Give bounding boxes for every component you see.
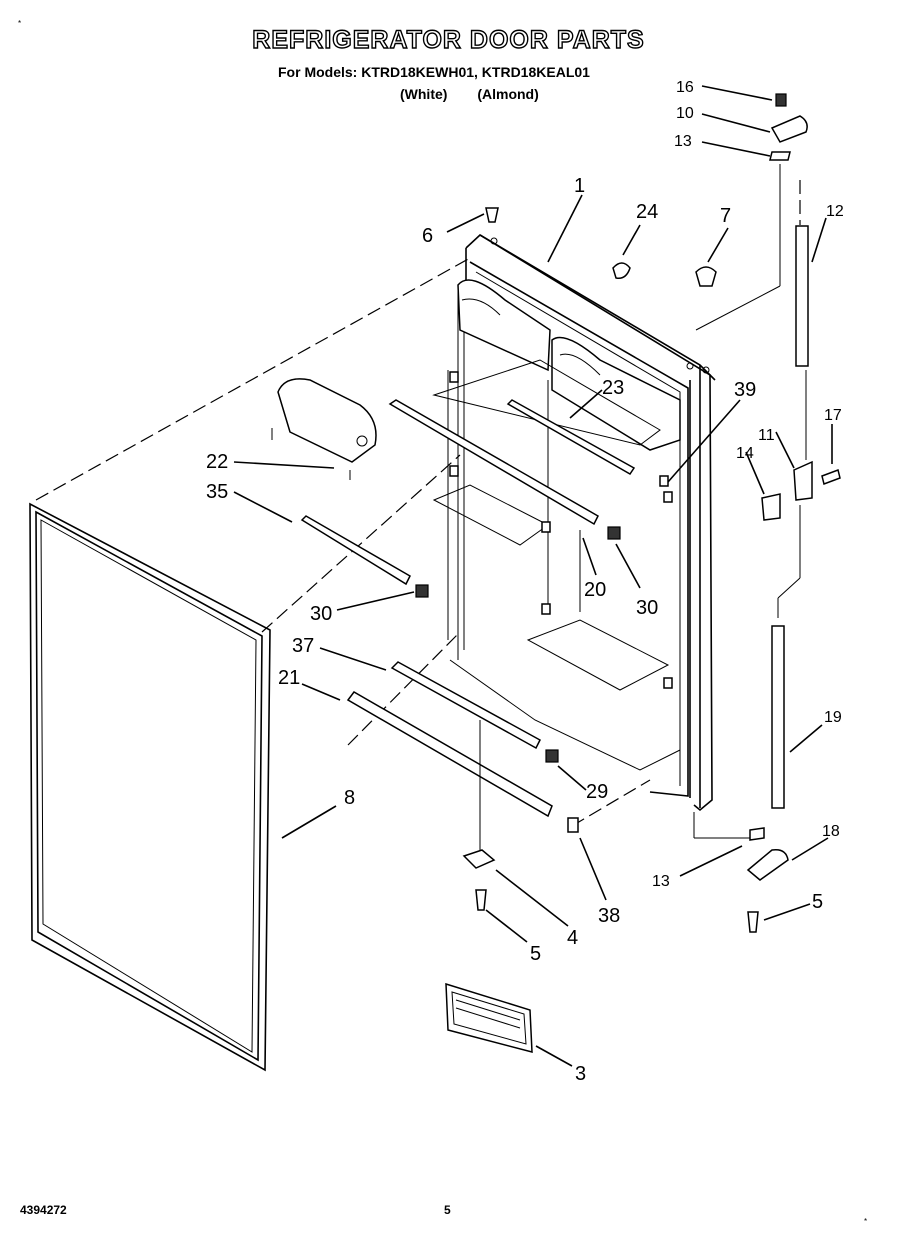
door-gasket [29,502,271,1072]
document-number: 4394272 [20,1203,67,1217]
corner-mark: * [18,19,21,28]
callout-3: 3 [575,1063,586,1085]
callout-labels: 1 3 4 5 5 6 7 8 10 11 12 13 13 14 16 17 … [206,79,844,1085]
handle-plate-3 [445,982,533,1053]
callout-24: 24 [636,201,658,223]
callout-38: 38 [598,905,620,927]
page-title: REFRIGERATOR DOOR PARTS [252,25,645,54]
callout-12: 12 [826,203,844,220]
color-variants: (White) (Almond) [400,86,565,102]
color-almond: (Almond) [477,86,539,102]
shelf-bar-37 [390,661,541,750]
callout-29: 29 [586,781,608,803]
hinge-11 [793,460,813,501]
callout-7: 7 [720,205,731,227]
hinge-cover-12 [795,225,809,367]
color-white: (White) [400,86,448,102]
clip-29 [545,749,559,763]
shelf-bar-35 [300,515,411,586]
callout-5-left: 5 [530,943,541,965]
callout-10: 10 [676,105,694,122]
callout-6: 6 [422,225,433,247]
screw-17 [821,469,841,485]
callout-4: 4 [567,927,578,949]
projection-line [347,631,461,746]
dairy-door [271,378,377,480]
leader-lines [233,85,833,1067]
callout-37: 37 [292,635,314,657]
projection-line [35,257,471,501]
callout-35: 35 [206,481,228,503]
projection-line [571,779,651,827]
door-assembly [432,234,716,812]
shelf-bar-20 [388,399,599,526]
shim-14 [761,493,781,521]
clip-24 [612,262,631,280]
page-number: 5 [444,1203,451,1217]
upper-hinge-parts [695,93,808,331]
projection-line [261,454,461,633]
callout-5-right: 5 [812,891,823,913]
hinge-axis [777,577,801,599]
callout-39: 39 [734,379,756,401]
lower-hinge-parts [693,812,789,933]
models-line: For Models: KTRD18KEWH01, KTRD18KEAL01 [278,64,590,80]
callout-19: 19 [824,709,842,726]
callout-30-right: 30 [636,597,658,619]
cap-38 [567,817,579,833]
hinge-cover-19 [771,625,785,809]
plug-7 [695,266,717,287]
screw-6 [485,207,499,223]
bottom-hinge-4 [462,720,496,911]
callout-14: 14 [736,445,754,462]
callout-20: 20 [584,579,606,601]
callout-8: 8 [344,787,355,809]
shelf-bar-21 [346,691,553,818]
callout-11: 11 [758,427,775,444]
callout-13-lower: 13 [652,873,670,890]
callout-17: 17 [824,407,842,424]
shelf-retainer-upper [506,399,636,475]
clip-30-right [607,526,621,540]
callout-30-left: 30 [310,603,332,625]
callout-23: 23 [602,377,624,399]
corner-mark: * [864,1217,867,1226]
clip-30-left [415,584,429,598]
callout-21: 21 [278,667,300,689]
callout-18: 18 [822,823,840,840]
callout-16: 16 [676,79,694,96]
callout-1: 1 [574,175,585,197]
callout-13-upper: 13 [674,133,692,150]
callout-22: 22 [206,451,228,473]
